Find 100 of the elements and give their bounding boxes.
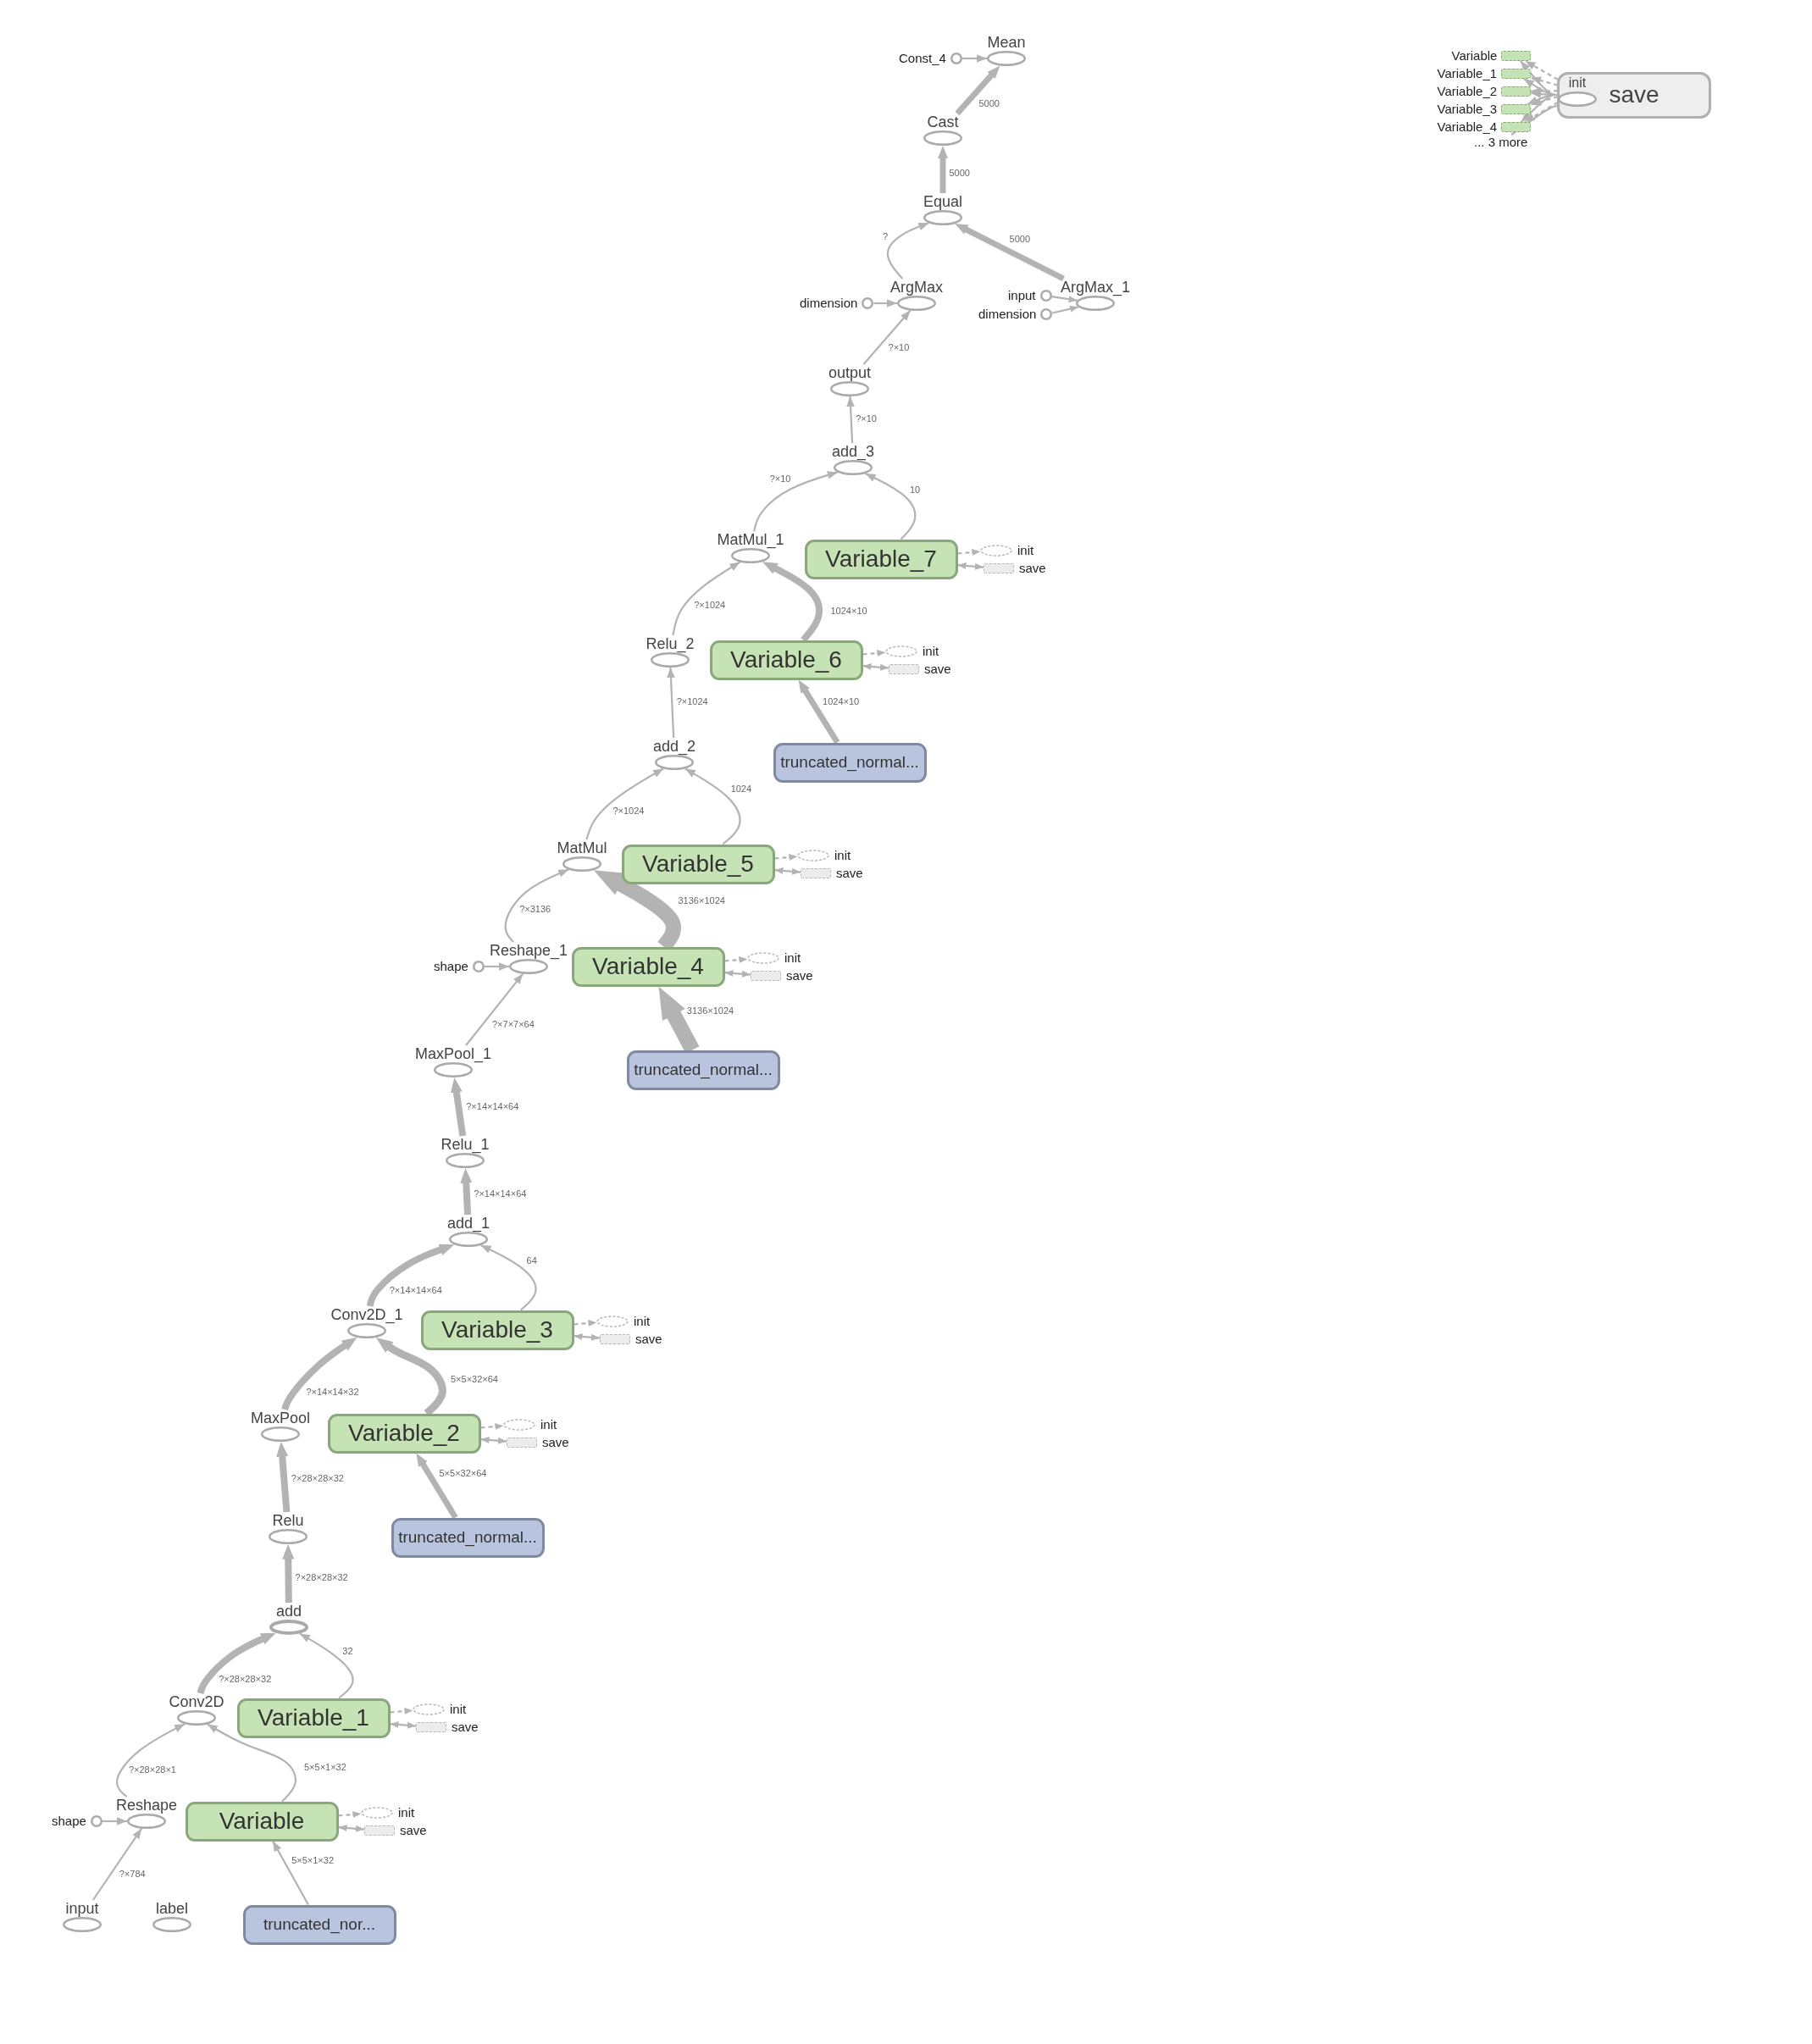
edge-label: 1024: [729, 783, 753, 795]
edge-label: ?×14×14×64: [388, 1284, 443, 1296]
edge-label: ?×1024: [675, 695, 709, 707]
node-label: input: [1008, 288, 1036, 303]
node-label: Relu_1: [441, 1136, 490, 1153]
arrow: [480, 1244, 537, 1311]
arrow: [299, 1632, 354, 1699]
edge-label: 1024×10: [829, 605, 868, 617]
arrow: [197, 1632, 276, 1695]
node-label: init: [450, 1702, 467, 1717]
double-arrow: [862, 662, 889, 671]
node-label: dimension: [978, 307, 1037, 322]
arrow: [961, 54, 987, 63]
edge-label: 5000: [1008, 233, 1032, 245]
node-label: save: [452, 1720, 479, 1735]
arrow: [207, 1723, 297, 1803]
variable-node: [571, 946, 725, 987]
edge-label: ?: [881, 230, 889, 242]
node-label: save: [1609, 81, 1660, 108]
node-label: MaxPool: [251, 1410, 311, 1426]
arrow: [465, 972, 524, 1046]
edge-label: ?×10: [768, 473, 792, 485]
double-arrow: [574, 1332, 601, 1341]
arrow: [281, 1337, 357, 1411]
variable-node: [420, 1310, 574, 1350]
arrow: [1051, 296, 1078, 303]
arrow: [798, 679, 840, 745]
arrow: [862, 309, 912, 365]
node-label: label: [156, 1900, 188, 1917]
edge-label: ?×14×14×64: [465, 1100, 520, 1112]
arrow: [282, 1544, 295, 1604]
variable-node: [804, 539, 958, 579]
node-label: Variable_3: [441, 1316, 553, 1343]
dashed-arrow: [574, 1320, 597, 1327]
arrow: [864, 473, 917, 540]
arrow: [672, 561, 741, 636]
node-label: Mean: [987, 34, 1026, 51]
node-label: Const_4: [899, 51, 946, 66]
node-label: save: [924, 662, 951, 677]
node-label: Variable_4: [592, 953, 704, 980]
node-label: Relu_2: [646, 635, 695, 652]
dashed-arrow: [1530, 95, 1559, 106]
node-label: Conv2D_1: [330, 1306, 403, 1323]
dashed-arrow: [1524, 101, 1559, 123]
edge-label: ?×1024: [693, 599, 727, 611]
edge-label: ?×7×7×64: [490, 1019, 535, 1030]
arrow: [585, 767, 664, 840]
arrow: [955, 65, 1000, 116]
double-arrow: [957, 562, 984, 570]
arrow: [92, 1828, 143, 1901]
variable-node: [236, 1698, 391, 1738]
double-arrow: [724, 969, 751, 978]
node-label: save: [400, 1823, 427, 1838]
edge-label: ?×10: [887, 341, 911, 353]
edge-label: 10: [908, 484, 922, 496]
node-label: Cast: [927, 114, 959, 130]
node-label: ... 3 more: [1474, 135, 1528, 149]
node-label: Variable_1: [258, 1704, 369, 1731]
arrow: [276, 1442, 291, 1513]
edge-label: 5×5×1×32: [291, 1854, 335, 1866]
edge-label: 5×5×32×64: [450, 1373, 499, 1385]
edge-label: ?×3136: [518, 903, 552, 915]
node-label: init: [784, 950, 801, 966]
save-node: [1557, 71, 1711, 119]
dashed-arrow: [1530, 76, 1559, 86]
node-label: Reshape_1: [490, 942, 568, 959]
arrow: [484, 962, 510, 971]
node-label: truncated_normal...: [398, 1528, 537, 1547]
edge-label: 32: [341, 1645, 354, 1657]
arrow: [955, 224, 1065, 282]
dashed-arrow: [480, 1423, 504, 1431]
arrow: [846, 396, 855, 444]
node-label: ArgMax_1: [1061, 279, 1131, 296]
node-label: Variable_4: [1437, 120, 1498, 134]
node-label: init: [398, 1805, 415, 1820]
node-label: truncated_nor...: [263, 1915, 375, 1934]
arrow: [102, 1817, 128, 1825]
node-label: save: [635, 1332, 662, 1347]
node-label: save: [836, 866, 863, 881]
arrow: [873, 299, 897, 307]
dashed-arrow: [957, 549, 981, 557]
arrow: [416, 1453, 458, 1520]
node-label: Variable_2: [1437, 85, 1498, 98]
edge-label: 5×5×1×32: [303, 1761, 347, 1773]
node-label: save: [786, 968, 813, 983]
initializer-node: [391, 1517, 545, 1558]
edge-label: 3136×1024: [677, 895, 726, 906]
node-label: MatMul: [557, 839, 607, 856]
dashed-arrow: [390, 1708, 413, 1715]
node-label: add_3: [832, 443, 875, 460]
dashed-arrow: [338, 1811, 362, 1819]
node-label: input: [65, 1900, 99, 1917]
node-label: Variable: [1451, 49, 1498, 63]
node-label: shape: [52, 1814, 86, 1829]
double-arrow: [338, 1824, 365, 1832]
node-label: Variable_7: [825, 546, 937, 573]
node-label: Equal: [923, 193, 963, 210]
initializer-node: [626, 1050, 780, 1090]
initializer-node: [773, 742, 927, 783]
node-label: ArgMax: [890, 279, 943, 296]
